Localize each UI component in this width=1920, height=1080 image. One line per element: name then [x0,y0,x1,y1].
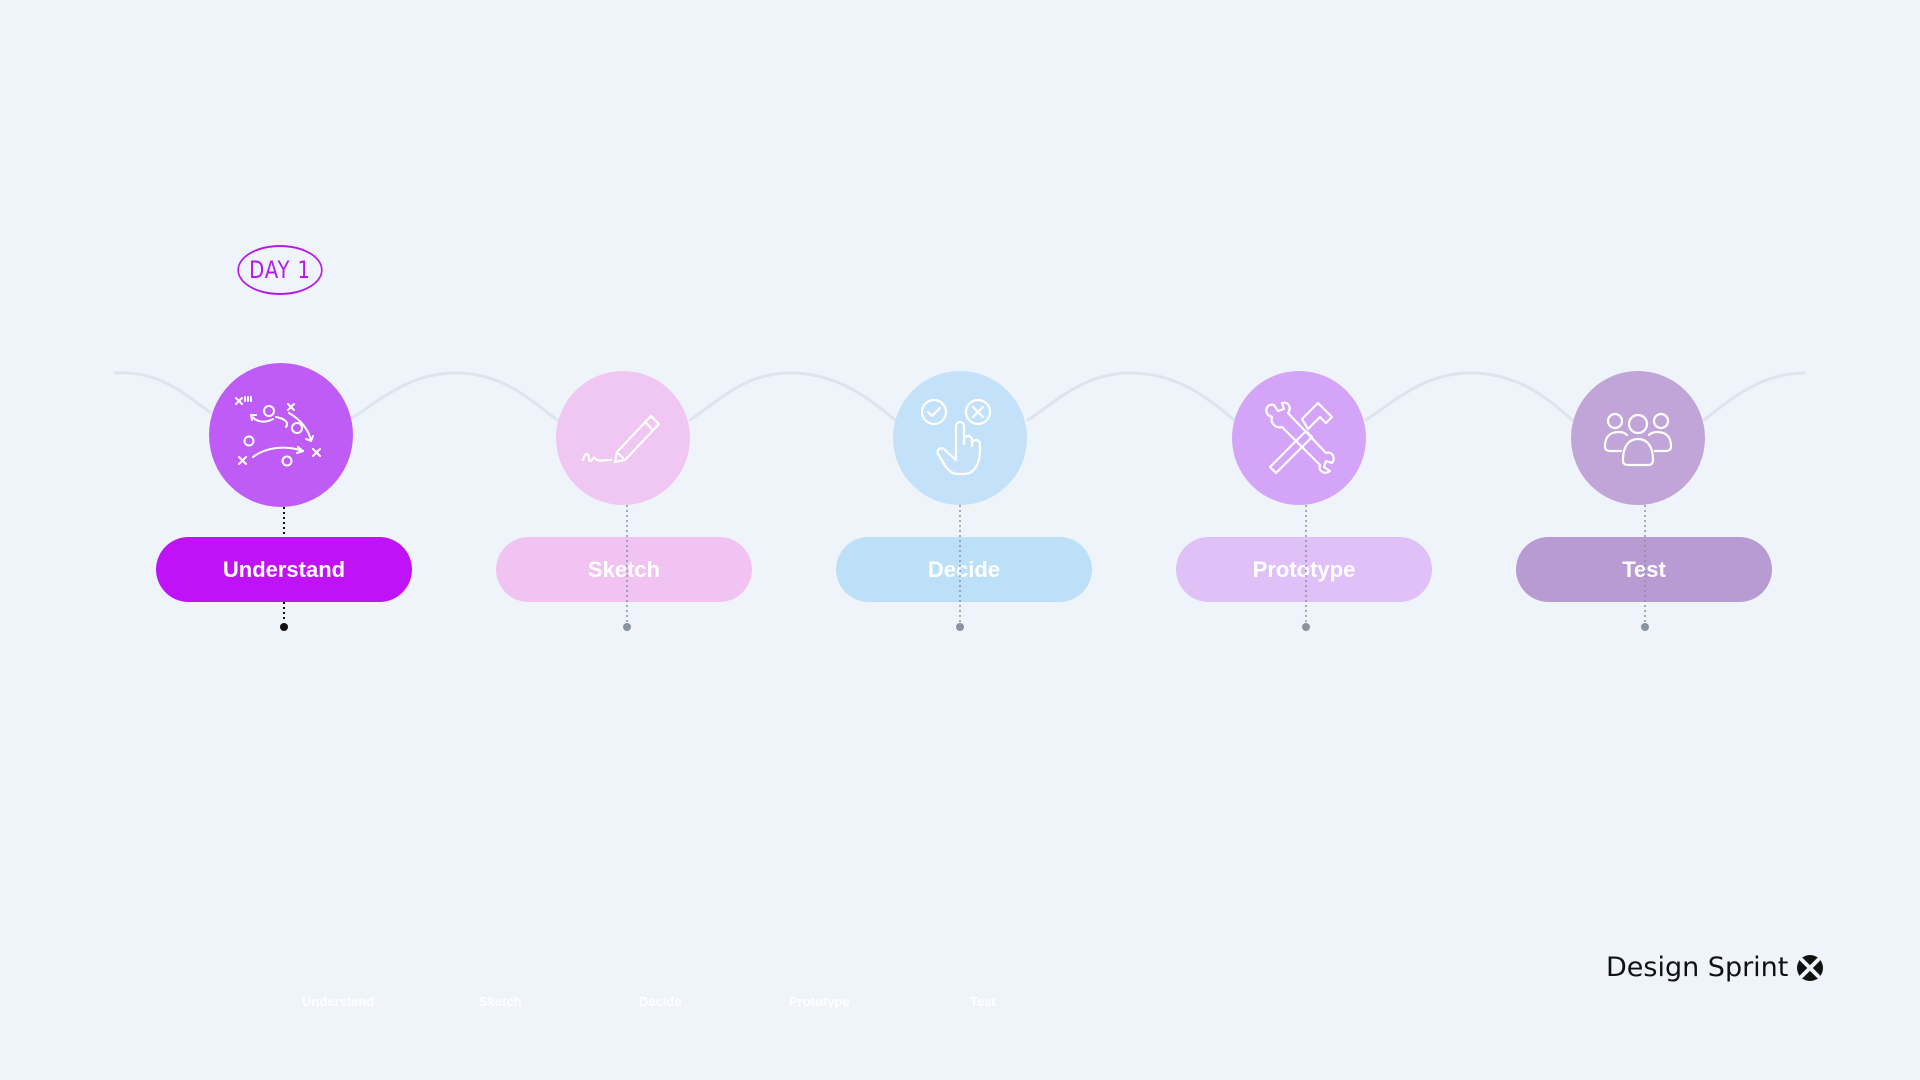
pencil-icon [581,414,661,464]
strategy-play-icon [235,396,321,467]
step-circle-test[interactable] [1571,371,1705,505]
footer-nav-item[interactable]: Prototype [789,994,850,1009]
footer-nav-item[interactable]: Understand [302,994,375,1009]
footer-nav-item[interactable]: Sketch [479,994,522,1009]
step-circle-decide[interactable] [893,371,1027,505]
step-label-decide[interactable]: Decide [836,537,1092,602]
step-circle-prototype[interactable] [1232,371,1366,505]
brand-name: Design Sprint [1606,952,1789,983]
day-badge: DAY 1 [237,245,323,295]
step-label-text: Understand [222,556,346,582]
step-circle-sketch[interactable] [556,371,690,505]
x-circle-logo-icon [1797,954,1824,981]
timeline-dot-prototype [1302,623,1310,631]
footer-nav-item[interactable]: Test [970,994,996,1009]
step-label-text: Prototype [1252,556,1356,582]
step-label-prototype[interactable]: Prototype [1176,537,1432,602]
vote-hand-icon [920,398,992,476]
brand-logo: Design Sprint [1606,952,1824,983]
timeline-dot-test [1641,623,1649,631]
timeline-dot-sketch [623,623,631,631]
footer-nav-item[interactable]: Decide [639,994,682,1009]
step-label-understand[interactable]: Understand [156,537,412,602]
tools-icon [1265,401,1335,475]
step-circle-understand[interactable] [209,363,353,507]
timeline-dot-decide [956,623,964,631]
step-label-sketch[interactable]: Sketch [496,537,752,602]
timeline-dot-understand [280,623,288,631]
step-label-text: Decide [927,556,1001,582]
users-icon [1603,412,1673,467]
step-label-text: Test [1622,556,1666,582]
step-label-test[interactable]: Test [1516,537,1772,602]
step-label-text: Sketch [587,556,661,582]
